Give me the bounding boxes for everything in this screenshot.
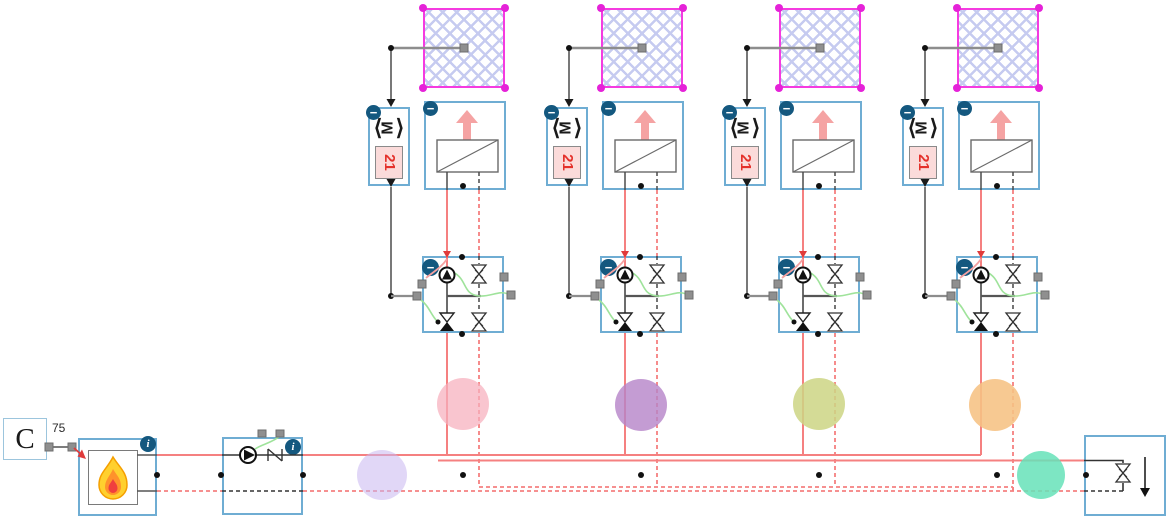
collapse-badge[interactable]: − [779, 101, 794, 116]
boiler-info-badge[interactable]: i [140, 436, 156, 452]
info-icon: i [291, 441, 295, 453]
setpoint-display: 21 [731, 146, 759, 179]
radiator-block[interactable] [602, 101, 684, 190]
collapse-badge[interactable]: − [778, 259, 795, 276]
room-zone-block[interactable] [779, 8, 861, 88]
pump-info-badge[interactable]: i [285, 439, 301, 455]
m-sensor-icon: ⟨ M ⟩ [907, 115, 939, 140]
setpoint-display: 21 [375, 146, 403, 179]
annotation-circle-purple [615, 379, 667, 431]
collapse-badge[interactable]: − [601, 101, 616, 116]
annotation-circle-pink [437, 378, 489, 430]
setpoint-display: 21 [553, 146, 581, 179]
info-icon: i [146, 438, 150, 450]
annotation-circle-teal [1017, 451, 1065, 499]
collapse-badge[interactable]: − [600, 259, 617, 276]
collapse-badge[interactable]: − [544, 105, 559, 120]
collapse-badge[interactable]: − [956, 259, 973, 276]
collapse-badge[interactable]: − [957, 101, 972, 116]
source-c-block[interactable]: C [3, 418, 47, 460]
m-sensor-icon: ⟨ M ⟩ [551, 115, 583, 140]
collapse-badge[interactable]: − [722, 105, 737, 120]
annotation-circle-olive [793, 378, 845, 430]
room-zone-block[interactable] [957, 8, 1039, 88]
m-sensor-icon: ⟨ M ⟩ [373, 115, 405, 140]
radiator-block[interactable] [424, 101, 506, 190]
flame-icon [98, 454, 128, 500]
annotation-circle-orange [969, 379, 1021, 431]
connection-value-label: 75 [52, 421, 66, 435]
radiator-block[interactable] [958, 101, 1040, 190]
end-valve-block[interactable] [1084, 435, 1166, 516]
room-zone-block[interactable] [423, 8, 505, 88]
room-zone-block[interactable] [601, 8, 683, 88]
annotation-circles [357, 378, 1065, 500]
boiler-burner-box [88, 450, 138, 505]
collapse-badge[interactable]: − [900, 105, 915, 120]
collapse-badge[interactable]: − [366, 105, 381, 120]
collapse-badge[interactable]: − [422, 259, 439, 276]
setpoint-display: 21 [909, 146, 937, 179]
m-sensor-icon: ⟨ M ⟩ [729, 115, 761, 140]
annotation-circle-lavender [357, 450, 407, 500]
collapse-badge[interactable]: − [423, 101, 438, 116]
radiator-block[interactable] [780, 101, 862, 190]
